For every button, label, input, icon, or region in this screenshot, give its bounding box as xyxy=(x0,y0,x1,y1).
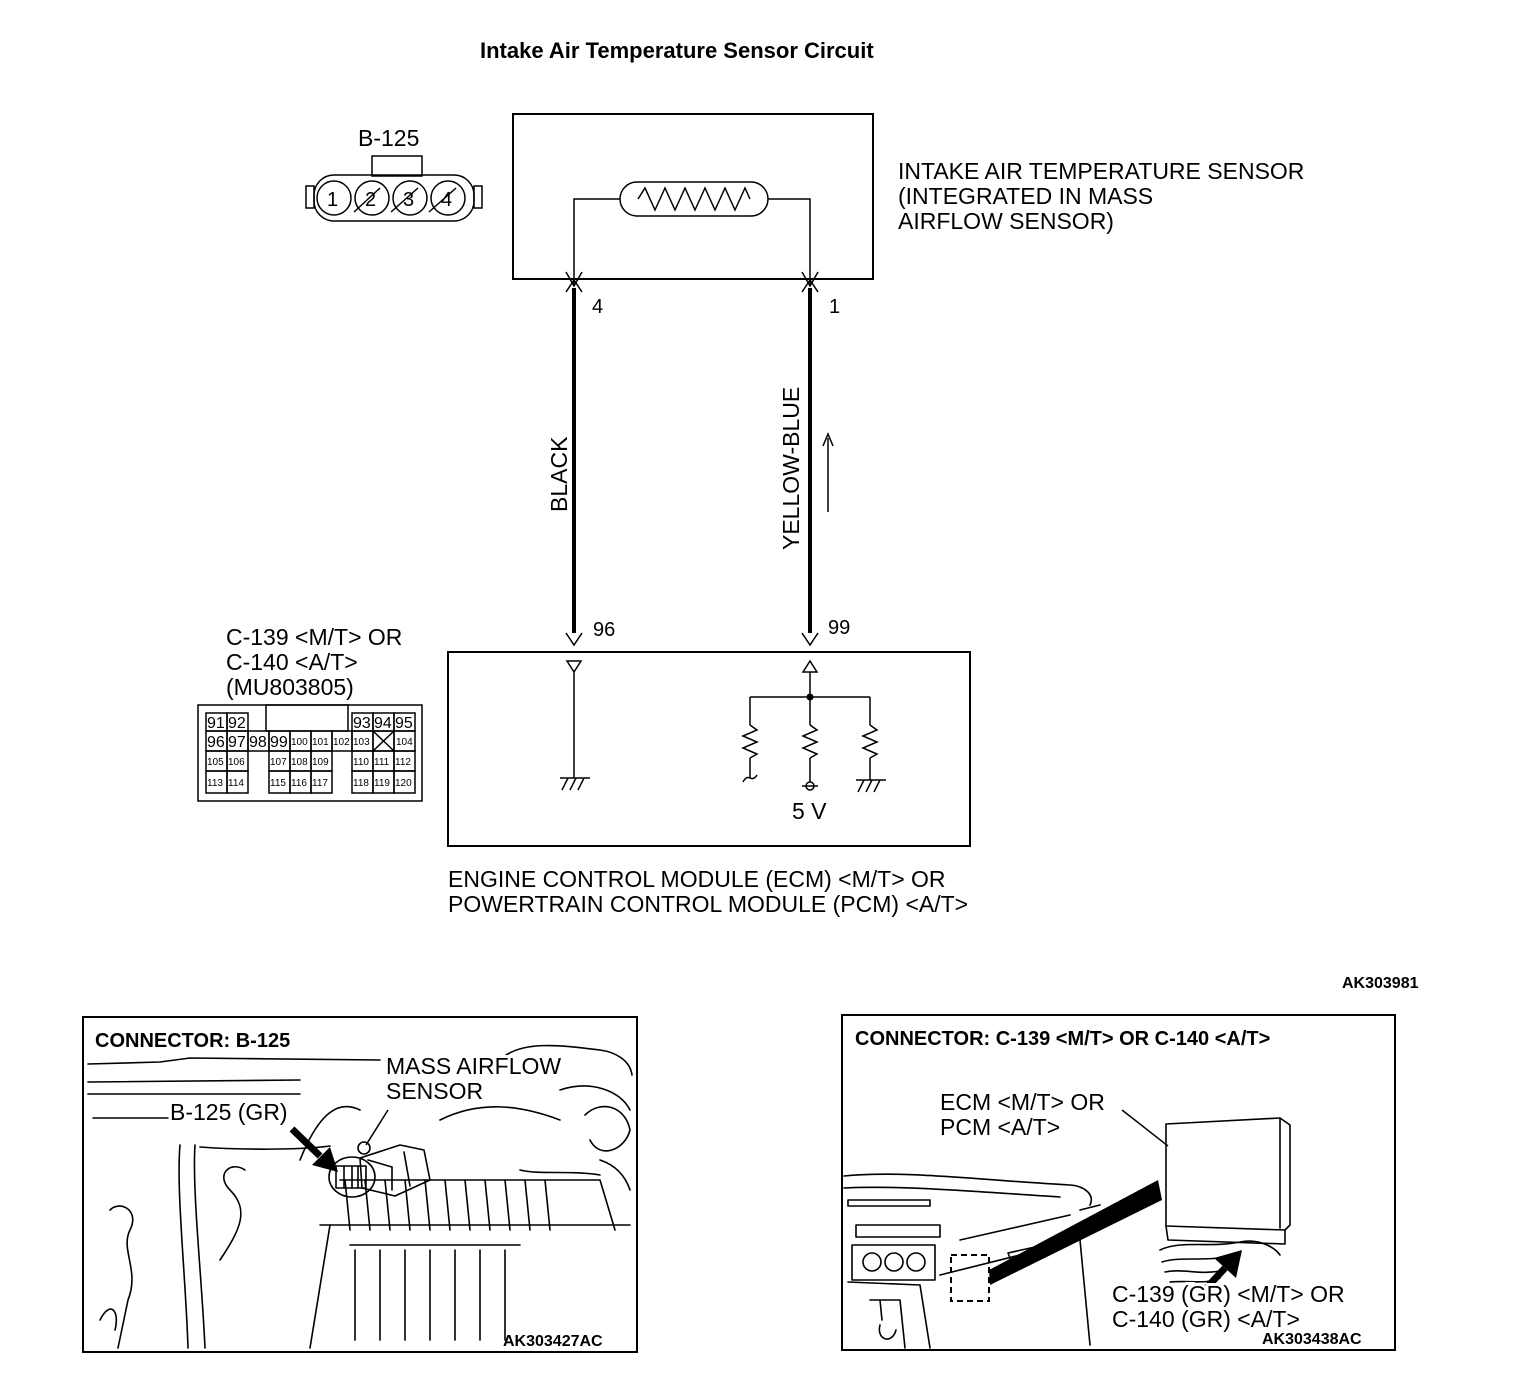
callout-arrow-icon xyxy=(289,1126,338,1172)
ecm-connector-face: 91 92 93 94 95 96 97 98 99 100 101 102 1… xyxy=(197,704,423,802)
ecm-pcm-label-2: PCM <A/T> xyxy=(940,1114,1060,1140)
mass-airflow-label-2: SENSOR xyxy=(386,1078,483,1104)
panel-connector-c139: CONNECTOR: C-139 <M/T> OR C-140 <A/T> EC… xyxy=(841,1014,1396,1351)
ecm-pin: 106 xyxy=(228,757,245,768)
ecm-pin: 114 xyxy=(228,778,244,789)
b125-connector-icon xyxy=(328,1156,376,1198)
ecm-pin: 120 xyxy=(395,778,412,789)
sensor-label-line-1: INTAKE AIR TEMPERATURE SENSOR xyxy=(898,158,1304,184)
ecm-pin: 116 xyxy=(291,778,307,789)
diagram-title: Intake Air Temperature Sensor Circuit xyxy=(480,38,874,63)
pin-96-label: 96 xyxy=(593,619,615,641)
ecm-pin: 91 xyxy=(207,715,225,732)
ecm-label-line-2: POWERTRAIN CONTROL MODULE (PCM) <A/T> xyxy=(448,891,968,917)
ecm-connector-line-3: (MU803805) xyxy=(226,674,354,700)
ecm-pin: 109 xyxy=(312,757,329,768)
ecm-pin: 92 xyxy=(228,715,246,732)
ecm-pin: 107 xyxy=(270,757,287,768)
ecm-pin: 119 xyxy=(374,778,390,789)
ecm-pin: 99 xyxy=(270,734,288,751)
wire-color-black: BLACK xyxy=(546,436,572,512)
pin-4-label: 4 xyxy=(592,296,603,318)
ecm-pin: 100 xyxy=(291,737,308,748)
ecm-pin: 111 xyxy=(374,757,390,768)
ecm-pin: 101 xyxy=(312,737,329,748)
wire-black xyxy=(565,278,583,647)
wire-yellow-blue xyxy=(801,278,819,647)
ecm-pin: 96 xyxy=(207,734,225,751)
sensor-label-line-3: AIRFLOW SENSOR) xyxy=(898,208,1114,234)
supply-voltage-label: 5 V xyxy=(792,798,827,824)
diagram-code: AK303981 xyxy=(1342,975,1419,992)
dashboard-illustration xyxy=(843,1173,1162,1349)
b125-pin-4: 4 xyxy=(441,189,452,211)
ecm-pin: 115 xyxy=(270,778,286,789)
ecm-connector-line-1: C-139 <M/T> OR xyxy=(226,624,402,650)
ecm-pin: 95 xyxy=(395,715,413,732)
ecm-pin: 110 xyxy=(353,757,369,768)
callout-arrow-icon xyxy=(1195,1250,1242,1300)
mass-airflow-label-1: MASS AIRFLOW xyxy=(386,1053,561,1079)
b125-connector-face: B-125 1 2 3 4 xyxy=(305,125,483,222)
b125-pin-2: 2 xyxy=(365,189,376,211)
ecm-pin: 105 xyxy=(207,757,224,768)
wire-color-yellow-blue: YELLOW-BLUE xyxy=(778,387,804,550)
ecm-pin: 103 xyxy=(353,737,370,748)
ecm-pin: 97 xyxy=(228,734,246,751)
ecm-pin: 113 xyxy=(207,778,223,789)
ecm-pin: 98 xyxy=(249,734,267,751)
b125-gr-label: B-125 (GR) xyxy=(170,1099,288,1125)
ecm-pin: 104 xyxy=(396,737,413,748)
ecm-pin: 108 xyxy=(291,757,308,768)
panel-right-code: AK303438AC xyxy=(1262,1331,1362,1348)
ecm-pcm-label-1: ECM <M/T> OR xyxy=(940,1089,1105,1115)
ecm-pin: 117 xyxy=(312,778,328,789)
b125-label: B-125 xyxy=(358,125,419,151)
mass-airflow-sensor-icon xyxy=(357,1141,431,1197)
panel-left-code: AK303427AC xyxy=(503,1333,603,1350)
intake-air-temperature-sensor xyxy=(512,113,874,288)
ecm-connector-line-2: C-140 <A/T> xyxy=(226,649,358,675)
ecm-pin: 118 xyxy=(353,778,369,789)
b125-pin-3: 3 xyxy=(403,189,414,211)
ecm-pin: 112 xyxy=(395,757,411,768)
ecm-pin: 93 xyxy=(353,715,371,732)
ecm-pin: 94 xyxy=(374,715,392,732)
pin-1-label: 1 xyxy=(829,296,840,318)
panel-connector-b125: CONNECTOR: B-125 MASS AIRFLOW SENSOR B-1… xyxy=(82,1016,638,1353)
panel-right-heading: CONNECTOR: C-139 <M/T> OR C-140 <A/T> xyxy=(855,1028,1270,1050)
ecm-label-line-1: ENGINE CONTROL MODULE (ECM) <M/T> OR xyxy=(448,866,946,892)
panel-left-heading: CONNECTOR: B-125 xyxy=(95,1030,290,1052)
sensor-label-line-2: (INTEGRATED IN MASS xyxy=(898,183,1153,209)
signal-direction-arrow-icon xyxy=(822,432,834,512)
c139-c140-label-1: C-139 (GR) <M/T> OR xyxy=(1112,1281,1345,1307)
ecm-module-box xyxy=(447,651,971,847)
pin-99-label: 99 xyxy=(828,617,850,639)
engine-bay-illustration xyxy=(87,1044,633,1349)
c139-c140-label-2: C-140 (GR) <A/T> xyxy=(1112,1306,1300,1332)
b125-pin-1: 1 xyxy=(327,189,338,211)
ecm-pin: 102 xyxy=(333,737,350,748)
